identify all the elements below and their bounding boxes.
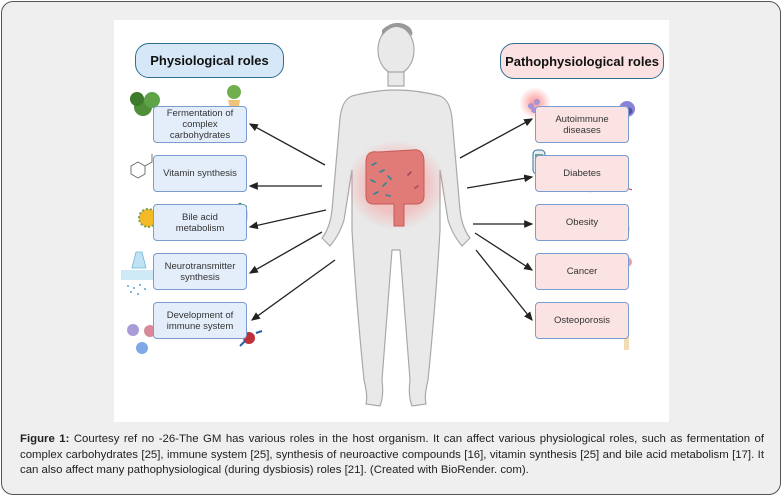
role-box-osteoporosis: Osteoporosis — [535, 302, 629, 339]
role-label: Autoimmune diseases — [555, 113, 609, 136]
role-box-immune-development: Development of immune system — [153, 302, 247, 339]
role-label: Vitamin synthesis — [163, 168, 237, 179]
role-box-vitamin-synthesis: Vitamin synthesis — [153, 155, 247, 192]
role-label: Obesity — [565, 217, 599, 228]
role-box-diabetes: Diabetes — [535, 155, 629, 192]
role-label: Development of immune system — [166, 309, 234, 332]
role-box-fermentation: Fermentation of complex carbohydrates — [153, 106, 247, 143]
role-box-autoimmune: Autoimmune diseases — [535, 106, 629, 143]
caption-text: Courtesy ref no -26-The GM has various r… — [20, 433, 764, 476]
caption-label: Figure 1: — [20, 433, 70, 445]
role-box-neurotransmitter: Neurotransmitter synthesis — [153, 253, 247, 290]
role-label: Diabetes — [563, 168, 601, 179]
role-label: Cancer — [566, 266, 598, 277]
role-label: Neurotransmitter synthesis — [164, 260, 236, 283]
physiological-roles-header: Physiological roles — [135, 43, 284, 78]
role-box-cancer: Cancer — [535, 253, 629, 290]
role-label: Bile acid metabolism — [175, 211, 225, 234]
pathophysiological-roles-header: Pathophysiological roles — [500, 43, 664, 79]
role-label: Osteoporosis — [554, 315, 610, 326]
figure-caption: Figure 1: Courtesy ref no -26-The GM has… — [20, 432, 764, 479]
role-box-bile-acid: Bile acid metabolism — [153, 204, 247, 241]
role-box-obesity: Obesity — [535, 204, 629, 241]
role-label: Fermentation of complex carbohydrates — [166, 108, 234, 141]
